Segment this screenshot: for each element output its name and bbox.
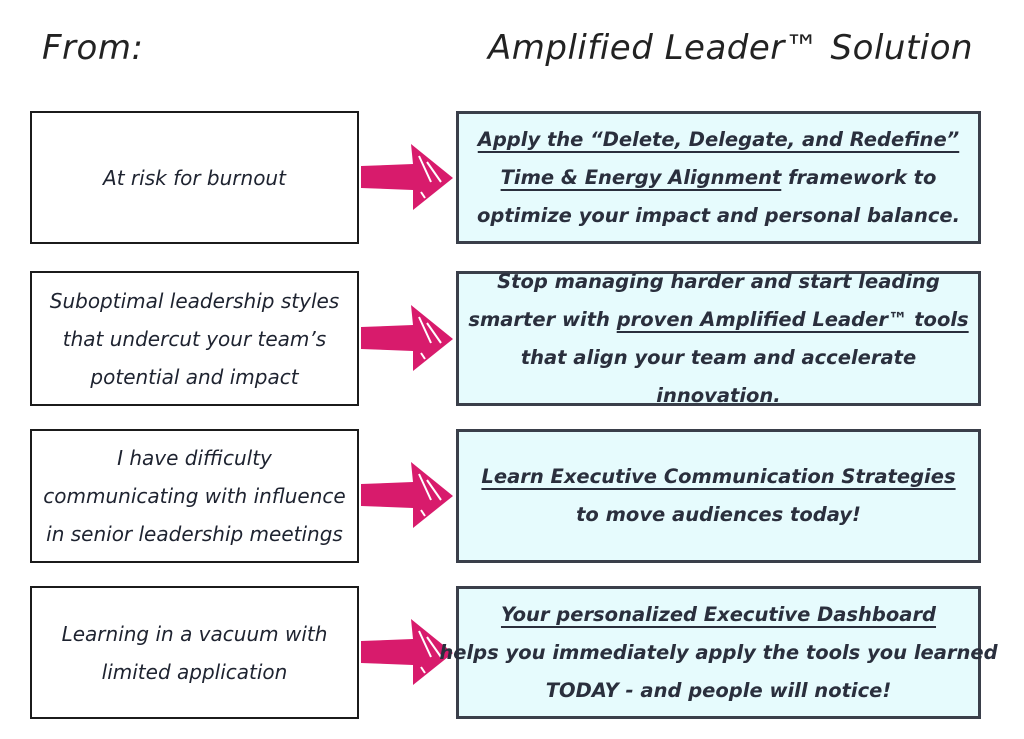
- solution-text: smarter with: [468, 307, 617, 331]
- solution-text: framework to: [781, 165, 937, 189]
- solution-link-text: Your personalized Executive Dashboard: [500, 602, 937, 626]
- from-text: Suboptimal leadership styles: [49, 288, 340, 313]
- from-text: At risk for burnout: [103, 165, 286, 190]
- from-text: Learning in a vacuum with: [61, 621, 328, 646]
- from-box-burnout: At risk for burnout: [30, 111, 359, 244]
- solution-box-tools: Stop managing harder and start leading s…: [456, 270, 981, 407]
- from-text: I have difficulty: [117, 446, 272, 470]
- arrow-icon: [361, 305, 453, 371]
- solution-link-text: Apply the “Delete, Delegate, and Redefin…: [477, 127, 960, 151]
- from-text: potential and impact: [90, 364, 299, 389]
- from-box-vacuum: Learning in a vacuum with limited applic…: [30, 586, 359, 719]
- from-header: From:: [42, 28, 144, 68]
- from-box-communication: I have difficulty communicating with inf…: [30, 429, 359, 563]
- from-text: communicating with influence: [43, 484, 346, 508]
- from-text: in senior leadership meetings: [46, 522, 343, 546]
- solution-box-communication: Learn Executive Communication Strategies…: [456, 429, 981, 563]
- solution-link-text: Time & Energy Alignment: [500, 165, 782, 189]
- solution-text: Stop managing harder and start leading: [497, 269, 940, 293]
- from-box-leadership: Suboptimal leadership styles that underc…: [30, 271, 359, 406]
- solution-text: helps you immediately apply the tools yo…: [439, 640, 998, 664]
- solution-link-text: Learn Executive Communication Strategies: [481, 465, 956, 488]
- solution-text: that align your team and accelerate inno…: [520, 345, 917, 407]
- from-text: limited application: [101, 659, 288, 684]
- from-text: that undercut your team’s: [62, 326, 327, 351]
- solution-box-time-energy: Apply the “Delete, Delegate, and Redefin…: [456, 111, 981, 244]
- solution-header: Amplified Leader™ Solution: [488, 28, 974, 68]
- arrow-icon: [361, 144, 453, 210]
- solution-text: to move audiences today!: [576, 503, 861, 526]
- arrow-icon: [361, 462, 453, 528]
- solution-box-dashboard: Your personalized Executive Dashboard he…: [439, 586, 998, 719]
- solution-text: optimize your impact and personal balanc…: [476, 203, 961, 227]
- arrow-icon: [361, 619, 453, 685]
- solution-link-text: proven Amplified Leader™ tools: [616, 307, 969, 331]
- solution-text: TODAY - and people will notice!: [545, 678, 892, 702]
